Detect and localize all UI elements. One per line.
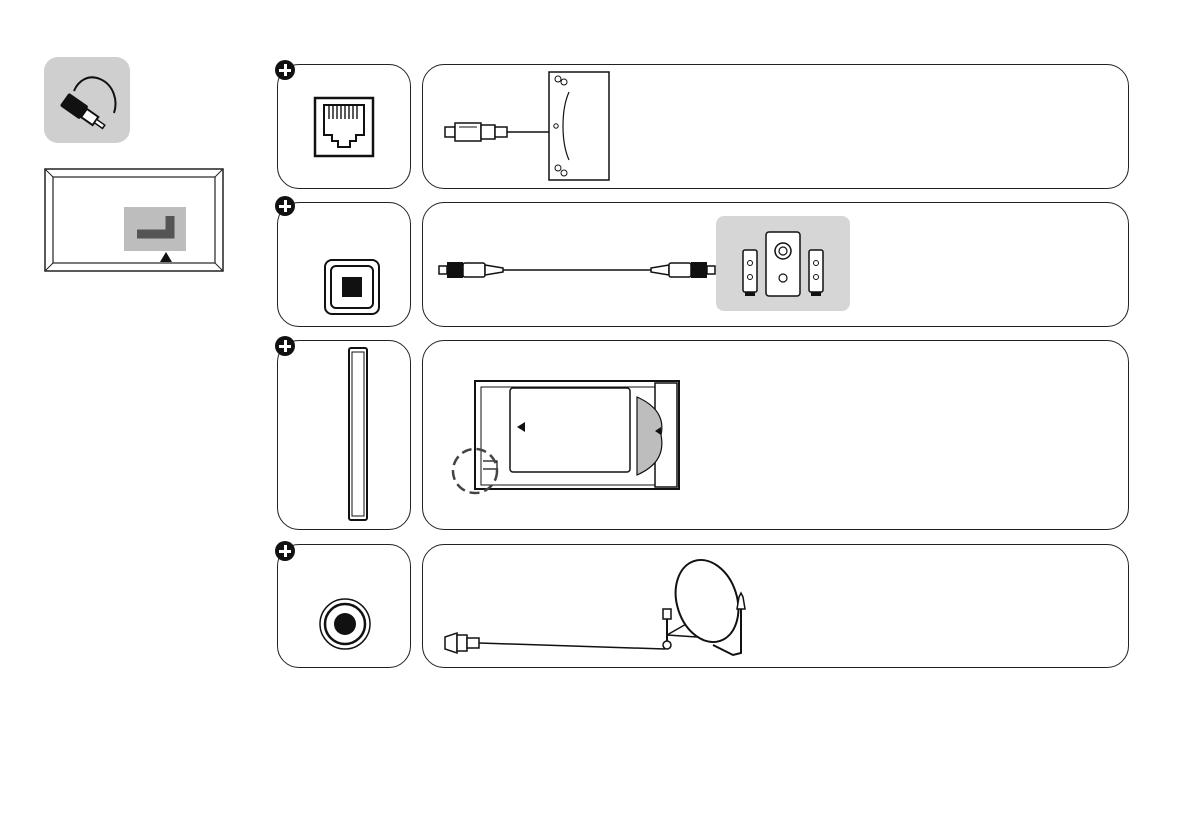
satellite-device-card bbox=[422, 544, 1129, 668]
add-ci-icon bbox=[275, 336, 295, 356]
coax-cable-icon bbox=[443, 629, 683, 659]
speaker-system-tile bbox=[716, 216, 850, 311]
lan-port-card bbox=[277, 64, 411, 189]
satellite-port-icon bbox=[318, 597, 372, 651]
add-optical-icon bbox=[275, 196, 295, 216]
tv-rear-panel-icon bbox=[44, 168, 224, 272]
tv-rear-panel bbox=[44, 168, 224, 272]
satellite-dish-icon bbox=[655, 553, 765, 673]
ci-slot-icon bbox=[346, 345, 370, 525]
add-lan-icon bbox=[275, 60, 295, 80]
add-satellite-icon bbox=[275, 541, 295, 561]
optical-device-card bbox=[422, 202, 1129, 327]
optical-cable-icon bbox=[437, 255, 717, 285]
ethernet-port-icon bbox=[314, 97, 374, 157]
cable-plug-icon bbox=[44, 57, 130, 143]
connections-icon-tile bbox=[44, 57, 130, 143]
satellite-port-card bbox=[277, 544, 411, 668]
ci-module-card-icon bbox=[447, 377, 697, 507]
lan-device-card bbox=[422, 64, 1129, 189]
ci-slot-card bbox=[277, 340, 411, 530]
ci-device-card bbox=[422, 340, 1129, 530]
optical-port-card bbox=[277, 202, 411, 327]
optical-port-icon bbox=[324, 259, 380, 315]
speaker-system-icon bbox=[716, 216, 850, 311]
router-wall-socket-icon bbox=[547, 70, 611, 182]
